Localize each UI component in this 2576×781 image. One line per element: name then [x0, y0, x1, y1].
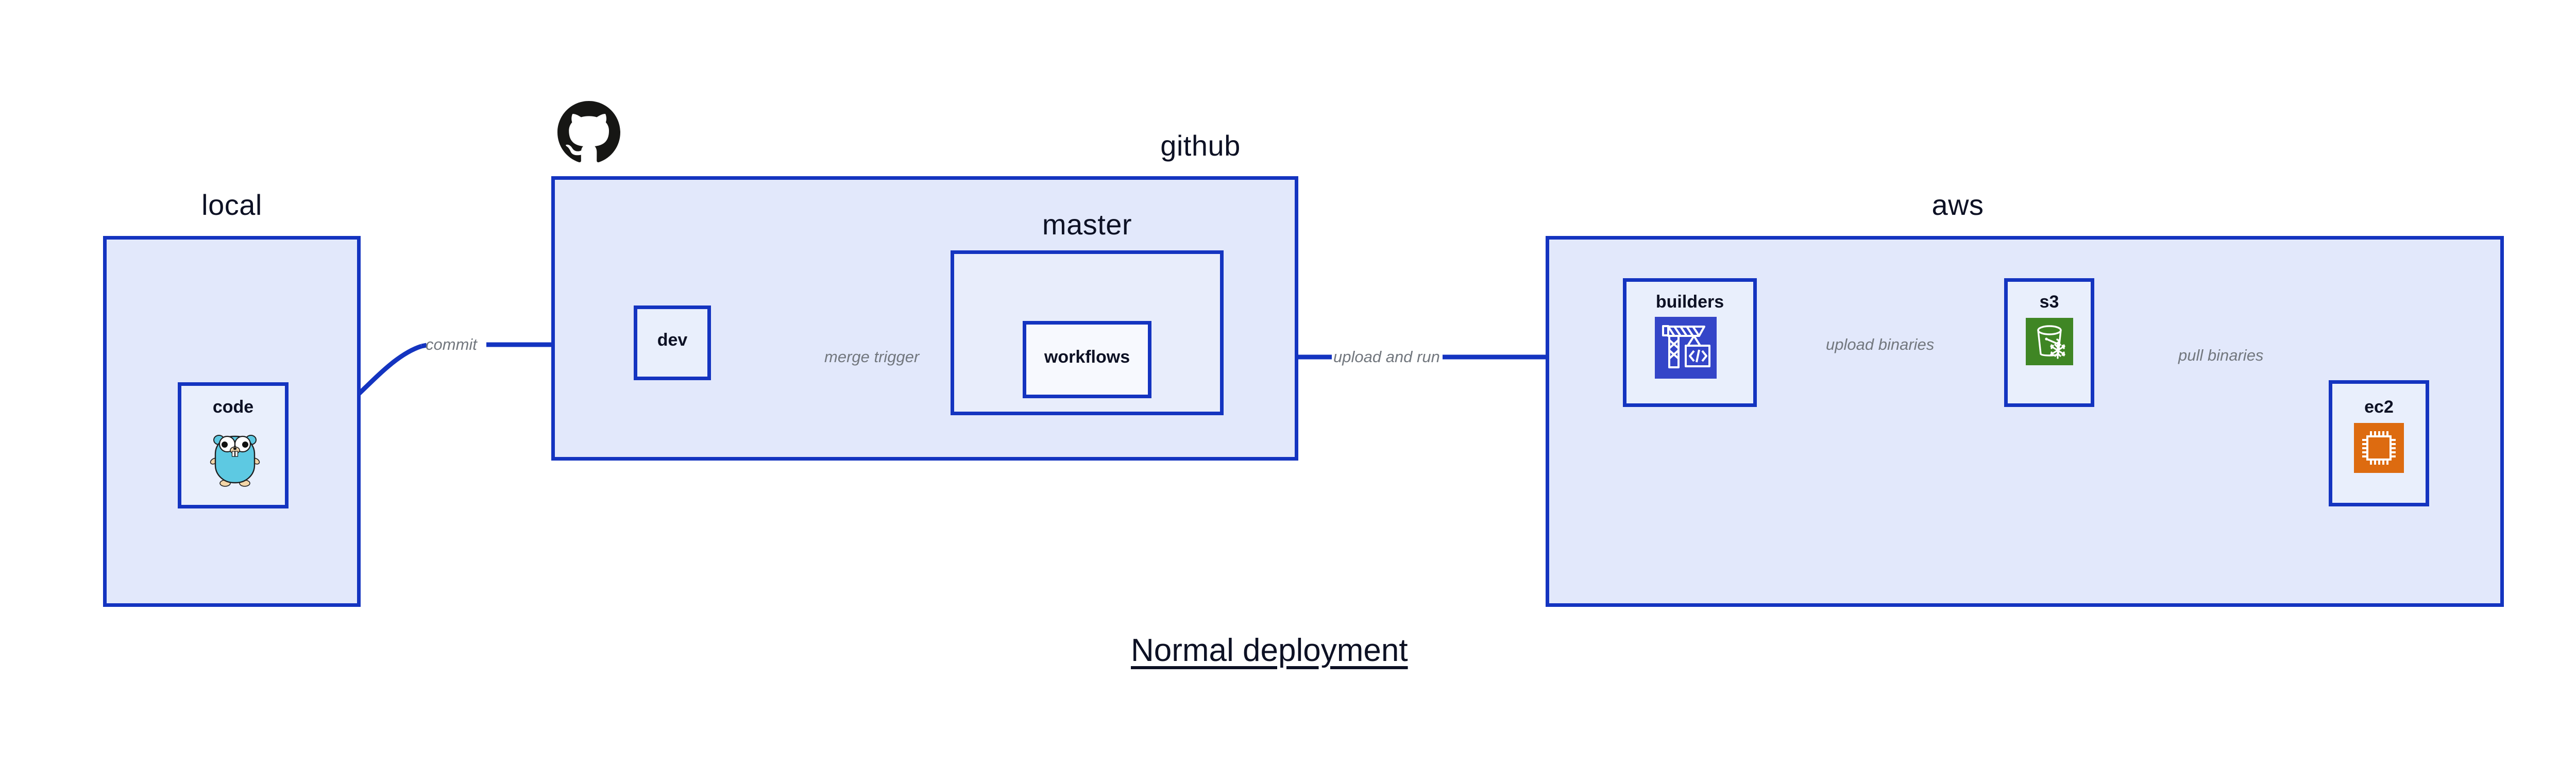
node-label-ec2: ec2 [2364, 397, 2394, 417]
crane-code-icon [1655, 317, 1717, 379]
go-gopher-icon [210, 435, 260, 487]
node-box-dev[interactable]: dev [634, 305, 711, 380]
node-label-dev: dev [657, 330, 688, 350]
node-label-builders: builders [1655, 292, 1724, 312]
group-label-local: local [201, 189, 262, 221]
edge-label-commit: commit [426, 335, 477, 353]
node-box-code[interactable]: code [178, 382, 289, 508]
edge-label-upload-binaries: upload binaries [1826, 335, 1935, 353]
group-label-aws: aws [1931, 189, 1984, 221]
edge-label-merge-trigger: merge trigger [824, 348, 920, 366]
group-label-github: github [1160, 129, 1241, 162]
edge-label-pull-binaries: pull binaries [2178, 346, 2264, 364]
node-label-workflows: workflows [1044, 347, 1130, 367]
edge-label-upload-and-run: upload and run [1333, 348, 1440, 366]
node-box-s3[interactable]: s3 [2004, 278, 2094, 407]
diagram-title: Normal deployment [1131, 633, 1408, 668]
node-box-ec2[interactable]: ec2 [2329, 380, 2429, 506]
node-box-builders[interactable]: builders [1623, 278, 1757, 407]
cpu-chip-icon [2354, 423, 2404, 473]
s3-glacier-bucket-icon [2026, 318, 2073, 365]
subgroup-label-master: master [1042, 208, 1132, 241]
node-label-s3: s3 [2039, 292, 2059, 312]
node-box-workflows[interactable]: workflows [1023, 321, 1151, 398]
node-label-code: code [212, 397, 254, 417]
github-octocat-icon [557, 101, 620, 162]
